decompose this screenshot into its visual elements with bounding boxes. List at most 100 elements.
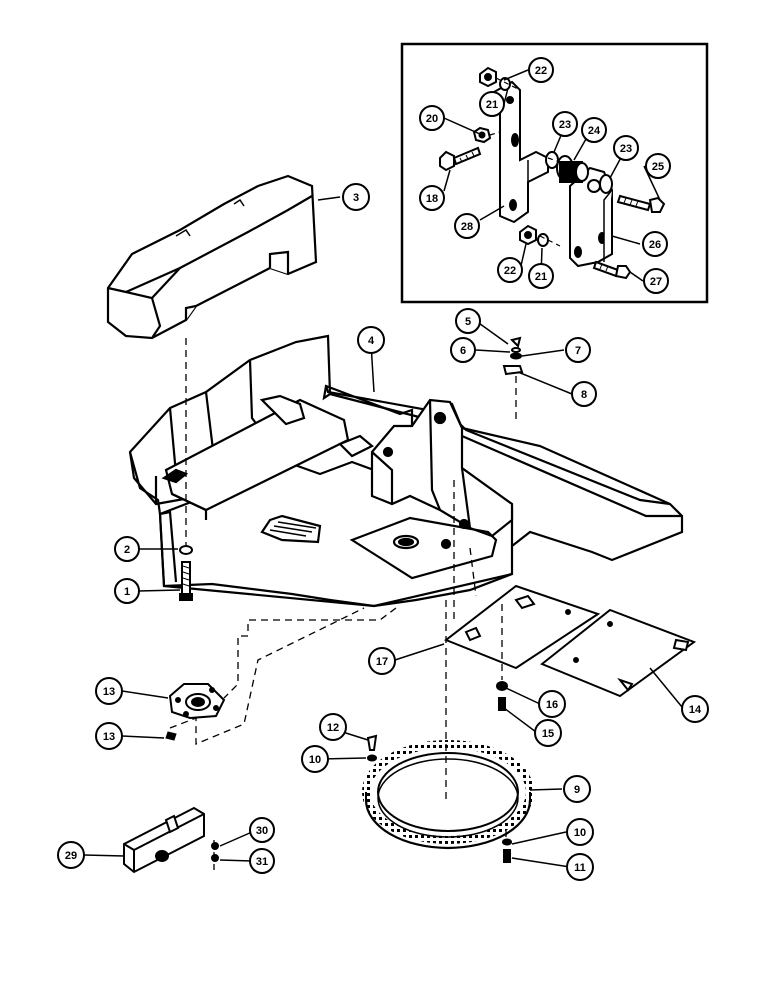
washer-23a bbox=[545, 151, 559, 169]
nut-13 bbox=[165, 731, 177, 741]
callout-31: 31 bbox=[249, 848, 275, 874]
part-30 bbox=[211, 842, 219, 850]
svg-text:21: 21 bbox=[486, 99, 498, 111]
callout-1: 1 bbox=[114, 578, 140, 604]
callout-7: 7 bbox=[565, 337, 591, 363]
svg-text:23: 23 bbox=[559, 119, 571, 131]
callout-3: 3 bbox=[342, 183, 370, 211]
bearing-housing-14 bbox=[168, 683, 226, 720]
svg-text:30: 30 bbox=[256, 825, 268, 837]
main-frame bbox=[128, 334, 684, 608]
callout-5: 5 bbox=[455, 308, 481, 334]
callout-22b: 22 bbox=[497, 257, 523, 283]
svg-text:18: 18 bbox=[426, 193, 438, 205]
callouts: 3 4 5 6 7 8 2 1 17 14 16 15 13 13 12 10 … bbox=[57, 57, 709, 881]
callout-22a: 22 bbox=[528, 57, 554, 83]
svg-text:13: 13 bbox=[103, 731, 115, 743]
washer-10b bbox=[502, 838, 512, 846]
callout-26: 26 bbox=[642, 231, 668, 257]
washer-21-top bbox=[499, 77, 511, 91]
callout-21a: 21 bbox=[479, 91, 505, 117]
washer-2 bbox=[179, 545, 193, 555]
bolt-19 bbox=[439, 146, 482, 172]
slew-ring-9 bbox=[362, 740, 534, 850]
svg-text:12: 12 bbox=[327, 722, 339, 734]
svg-text:25: 25 bbox=[652, 161, 664, 173]
nut-20 bbox=[472, 126, 492, 144]
svg-text:22: 22 bbox=[535, 65, 547, 77]
part-31 bbox=[211, 854, 219, 862]
callout-29: 29 bbox=[57, 841, 85, 869]
svg-text:7: 7 bbox=[575, 345, 581, 357]
assembly-lines bbox=[169, 338, 517, 870]
pin-5 bbox=[510, 336, 522, 348]
callout-17: 16 bbox=[538, 690, 566, 718]
callout-4: 4 bbox=[357, 326, 385, 354]
fasteners-16-17 bbox=[496, 681, 508, 711]
washer-10a bbox=[367, 754, 377, 762]
plate-18 bbox=[444, 584, 601, 670]
screw-11 bbox=[503, 849, 511, 863]
callout-30: 30 bbox=[249, 817, 275, 843]
callout-24: 24 bbox=[581, 117, 607, 143]
washer-23b bbox=[599, 174, 613, 194]
bracket-left bbox=[492, 80, 549, 224]
svg-text:16: 16 bbox=[546, 699, 558, 711]
toolbox-29 bbox=[123, 806, 205, 874]
plate-15 bbox=[540, 608, 697, 698]
svg-text:1: 1 bbox=[124, 586, 130, 598]
nut-22-bottom bbox=[519, 224, 537, 246]
svg-text:24: 24 bbox=[588, 125, 601, 137]
callout-23a: 23 bbox=[552, 111, 578, 137]
svg-text:17: 17 bbox=[376, 656, 388, 668]
svg-text:2: 2 bbox=[124, 544, 130, 556]
bolt-27 bbox=[592, 260, 632, 280]
callout-8: 8 bbox=[571, 381, 597, 407]
callout-28: 28 bbox=[454, 213, 480, 239]
svg-text:20: 20 bbox=[426, 113, 438, 125]
svg-text:13: 13 bbox=[103, 686, 115, 698]
nut-22-top bbox=[479, 66, 497, 88]
spacer-bushing bbox=[556, 155, 589, 183]
svg-text:23: 23 bbox=[620, 143, 632, 155]
svg-text:5: 5 bbox=[465, 316, 471, 328]
fastener-group-5-8 bbox=[502, 336, 524, 376]
svg-text:27: 27 bbox=[650, 276, 662, 288]
washer-7 bbox=[510, 352, 522, 360]
callout-20: 20 bbox=[419, 105, 445, 131]
svg-text:28: 28 bbox=[461, 221, 473, 233]
inset-border bbox=[400, 42, 709, 304]
svg-text:6: 6 bbox=[460, 345, 466, 357]
bushing-8 bbox=[502, 365, 524, 376]
svg-text:21: 21 bbox=[535, 271, 547, 283]
inset-detail-panel bbox=[400, 42, 709, 304]
callout-11: 11 bbox=[566, 853, 594, 881]
svg-text:4: 4 bbox=[368, 335, 375, 347]
pin-12 bbox=[366, 734, 378, 751]
callout-13: 13 bbox=[95, 722, 123, 750]
svg-text:11: 11 bbox=[574, 862, 586, 874]
svg-text:9: 9 bbox=[574, 784, 580, 796]
callout-27: 27 bbox=[643, 268, 669, 294]
svg-text:10: 10 bbox=[574, 827, 586, 839]
callout-18: 17 bbox=[368, 647, 396, 675]
callout-14: 13 bbox=[95, 677, 123, 705]
bracket-right bbox=[569, 166, 613, 268]
counterweight bbox=[106, 174, 318, 340]
callout-21b: 21 bbox=[528, 263, 554, 289]
callout-2: 2 bbox=[114, 536, 140, 562]
callout-9: 9 bbox=[563, 775, 591, 803]
inset-assembly-lines bbox=[489, 77, 561, 247]
svg-text:3: 3 bbox=[353, 192, 359, 204]
callout-16: 15 bbox=[534, 719, 562, 747]
callout-19: 18 bbox=[419, 185, 445, 211]
screw-16 bbox=[498, 697, 506, 711]
washer-17 bbox=[496, 681, 508, 691]
callout-10b: 10 bbox=[566, 818, 594, 846]
svg-text:10: 10 bbox=[309, 754, 321, 766]
svg-text:15: 15 bbox=[542, 728, 554, 740]
callout-10a: 10 bbox=[301, 745, 329, 773]
washer-21-bottom bbox=[537, 233, 549, 247]
svg-text:29: 29 bbox=[65, 850, 77, 862]
